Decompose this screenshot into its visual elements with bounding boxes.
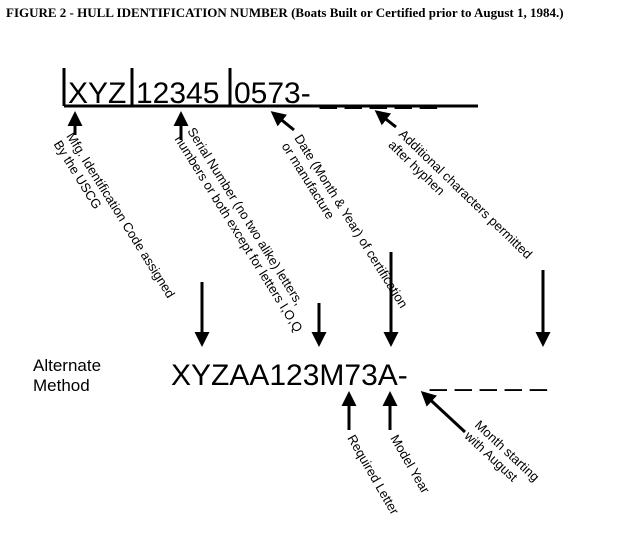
figure-title: FIGURE 2 - HULL IDENTIFICATION NUMBER (B…	[6, 5, 564, 20]
arrow-to-month	[420, 390, 467, 434]
model-year-text: Model Year	[387, 432, 433, 496]
mfg-code-label: Mfg. Identification Code assigned By the…	[51, 130, 178, 301]
arrow-to-date	[270, 111, 295, 132]
arrow-to-additional	[374, 110, 397, 129]
model-year-label: Model Year	[387, 432, 433, 496]
alternate-label-line1: Alternate	[33, 356, 101, 375]
additional-label-line1: Additional characters permitted	[396, 126, 535, 261]
month-label: Month starting with August	[461, 417, 542, 485]
alternate-label-line2: Method	[33, 376, 90, 395]
mfg-code-label-line1: Mfg. Identification Code assigned	[63, 130, 178, 301]
alternate-hin-blanks: _ _ _ _ _	[429, 359, 548, 392]
additional-label: Additional characters permitted after hy…	[385, 126, 535, 261]
date-label-line1: Date (Month & Year) of certification	[291, 132, 411, 311]
alternate-hin-code: XYZAA123M73A-	[171, 359, 408, 392]
serial-label-line2: numbers or both except for letters I,O,Q	[172, 133, 306, 335]
